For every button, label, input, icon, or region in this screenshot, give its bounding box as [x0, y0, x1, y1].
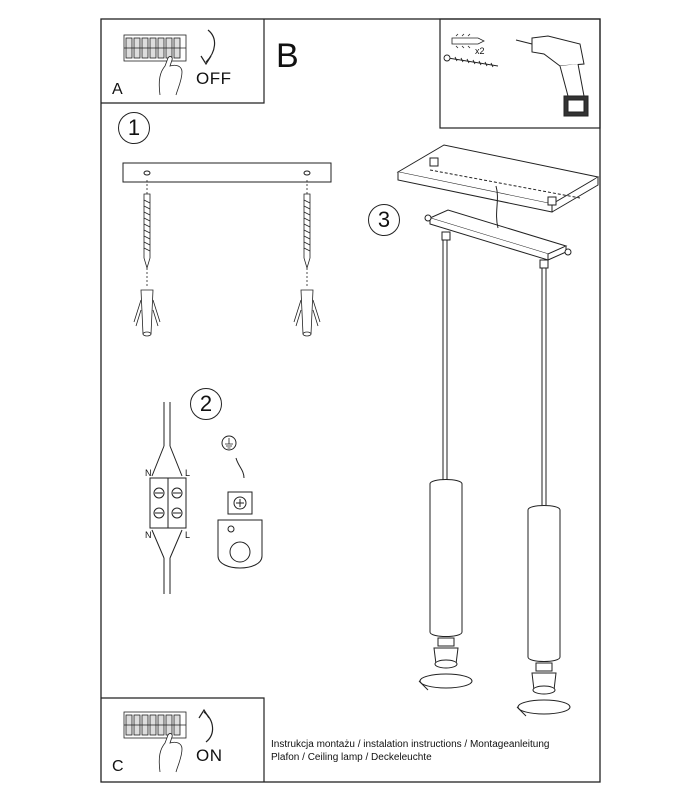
on-label: ON: [196, 746, 223, 765]
screw-quantity: x2: [475, 46, 485, 56]
wall-plug-icon: [451, 33, 485, 49]
step-1-marker: 1: [118, 112, 150, 144]
drill-icon: [515, 35, 589, 117]
pendant-left: [418, 231, 473, 691]
fuse-box-on-icon: [123, 708, 214, 773]
screw-left: [133, 180, 161, 337]
panel-a-box: [101, 19, 265, 104]
panel-a-label: A: [112, 81, 123, 98]
panel-c-box: [101, 697, 265, 782]
off-label: OFF: [196, 69, 232, 88]
ground-terminal: [217, 435, 263, 569]
caption-line-1: Instrukcja montażu / instalation instruc…: [271, 739, 550, 750]
canopy-plate: [396, 144, 600, 213]
screw-right: [293, 180, 321, 337]
panel-b-label: B: [276, 37, 299, 75]
fuse-box-off-icon: [123, 29, 216, 96]
step-3-marker: 3: [368, 204, 400, 236]
live-top-label: L: [185, 468, 191, 478]
neutral-bottom-label: N: [145, 530, 152, 540]
tools-box: [439, 18, 601, 129]
pendant-right: [516, 259, 571, 717]
neutral-top-label: N: [145, 468, 152, 478]
step-2-marker: 2: [190, 388, 222, 420]
live-bottom-label: L: [185, 530, 191, 540]
mounting-bar: [424, 185, 572, 261]
screw-icon: [443, 54, 499, 68]
mounting-plate: [122, 162, 332, 183]
page-frame: [100, 18, 601, 783]
caption-line-2: Plafon / Ceiling lamp / Deckeleuchte: [271, 752, 432, 763]
panel-c-label: C: [112, 758, 124, 775]
wiring-diagram: [149, 402, 187, 594]
